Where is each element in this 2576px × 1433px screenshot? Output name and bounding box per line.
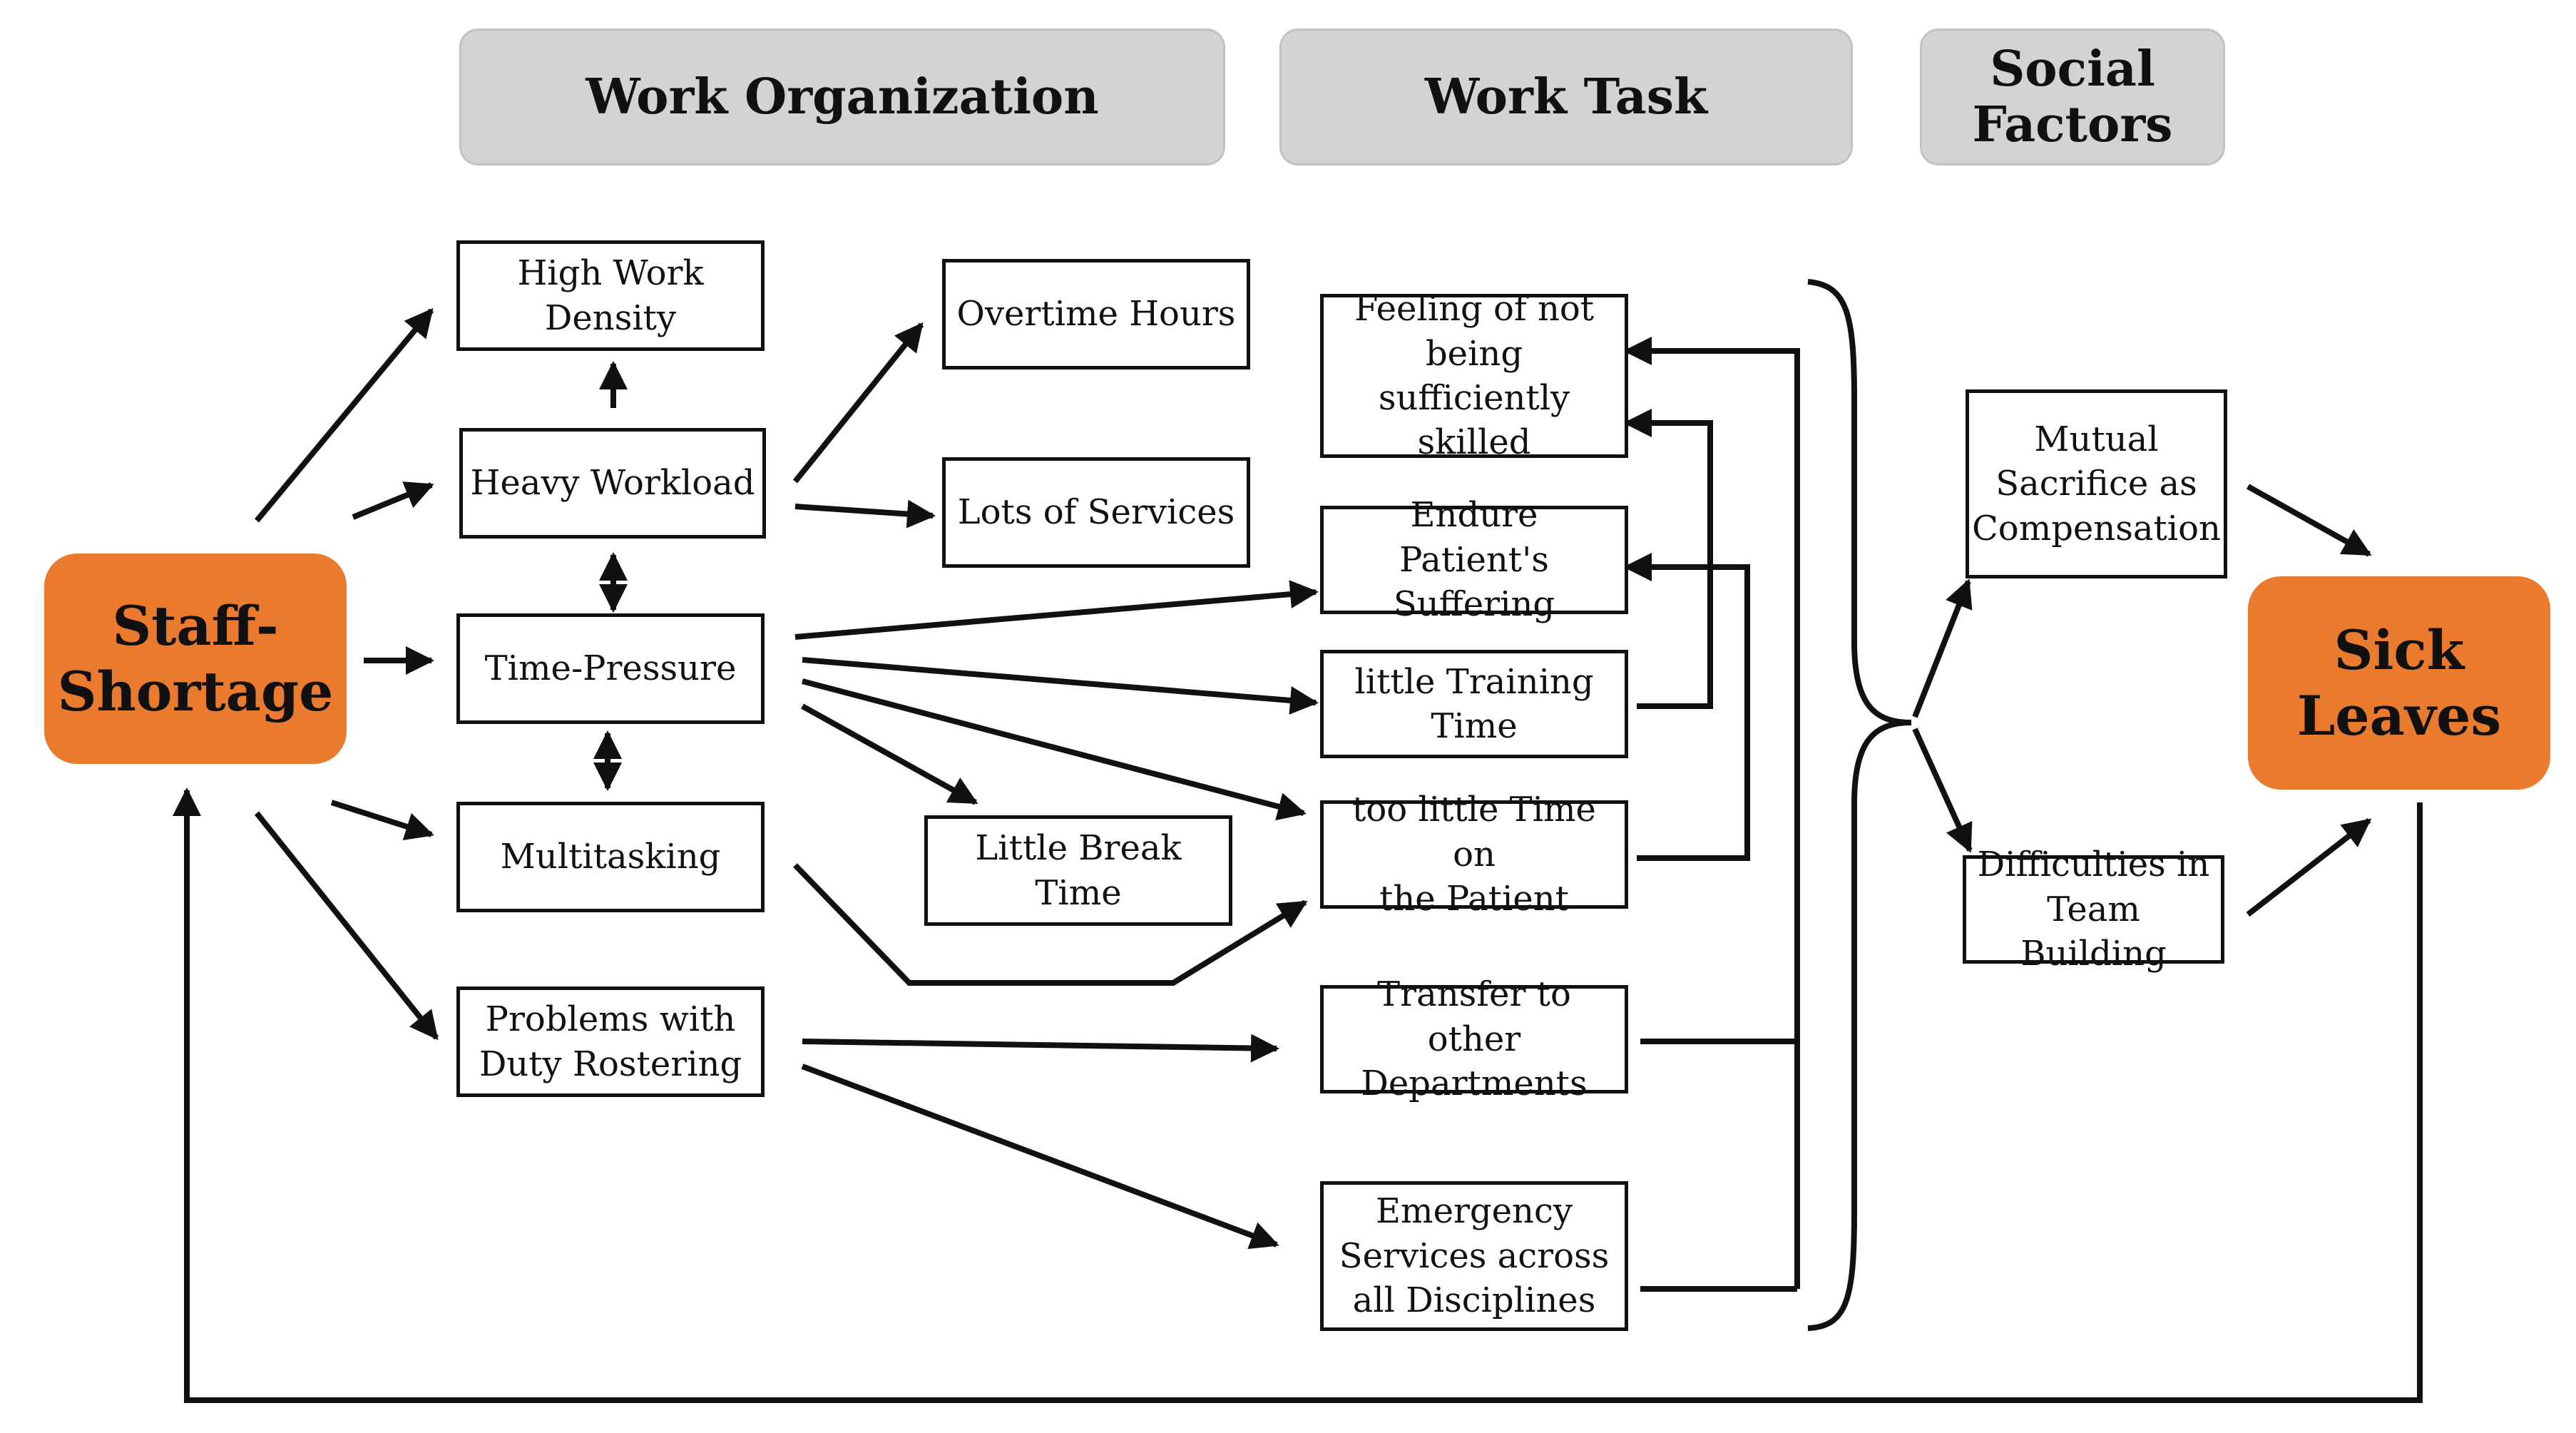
arrow-rostering-to-emergency bbox=[801, 1064, 1279, 1250]
arrow-timepressure-to-suffering bbox=[794, 580, 1319, 640]
node-feeling-not-skilled-label: Feeling of not being sufficiently skille… bbox=[1354, 289, 1595, 463]
arrow-multitasking-to-patienttime bbox=[793, 863, 1308, 986]
node-emergency-services-label: Emergency Services across all Discipline… bbox=[1339, 1191, 1610, 1321]
node-problems-duty-rostering: Problems with Duty Rostering bbox=[456, 986, 765, 1097]
node-time-pressure-label: Time-Pressure bbox=[484, 648, 737, 689]
node-overtime-hours: Overtime Hours bbox=[942, 259, 1250, 369]
arrow-sacrifice-to-sickleaves bbox=[2247, 484, 2372, 557]
node-mutual-sacrifice: Mutual Sacrifice as Compensation bbox=[1966, 389, 2227, 578]
node-little-training-time: little Training Time bbox=[1320, 650, 1628, 758]
arrow-shortage-to-workload bbox=[352, 481, 434, 520]
arrow-feedback-loop bbox=[173, 787, 2423, 1403]
node-mutual-sacrifice-label: Mutual Sacrifice as Compensation bbox=[1972, 419, 2221, 549]
node-endure-suffering: Endure Patient's Suffering bbox=[1320, 495, 1628, 624]
node-multitasking: Multitasking bbox=[456, 802, 765, 912]
node-little-training-time-label: little Training Time bbox=[1354, 661, 1594, 746]
arrow-brace-to-teambuilding bbox=[1912, 728, 1973, 853]
node-too-little-time-patient: too little Time on the Patient bbox=[1320, 790, 1628, 919]
header-work-organization: Work Organization bbox=[459, 29, 1225, 165]
node-transfer-departments-label: Transfer to other Departments bbox=[1361, 974, 1588, 1104]
staff-shortage-node: Staff- Shortage bbox=[44, 554, 347, 764]
node-little-break-time: Little Break Time bbox=[924, 815, 1232, 926]
node-high-work-density: High Work Density bbox=[456, 240, 765, 351]
node-high-work-density-label: High Work Density bbox=[517, 253, 704, 338]
node-little-break-time-label: Little Break Time bbox=[975, 828, 1182, 913]
node-heavy-workload: Heavy Workload bbox=[459, 428, 766, 539]
line-patienttime-to-suffering bbox=[1623, 553, 1750, 861]
curly-brace bbox=[1807, 279, 1912, 1331]
header-social-factors: Social Factors bbox=[1920, 29, 2225, 165]
line-transfer-emergency-to-feeling bbox=[1623, 337, 1800, 1044]
node-time-pressure: Time-Pressure bbox=[456, 613, 765, 724]
node-team-building: Difficulties in Team Building bbox=[1963, 845, 2224, 974]
node-emergency-services: Emergency Services across all Discipline… bbox=[1320, 1181, 1628, 1331]
arrow-shortage-to-rostering bbox=[254, 811, 439, 1041]
node-lots-of-services-label: Lots of Services bbox=[957, 492, 1235, 533]
node-heavy-workload-label: Heavy Workload bbox=[470, 463, 755, 504]
header-work-task: Work Task bbox=[1279, 29, 1853, 165]
arrow-workload-to-overtime bbox=[792, 322, 924, 484]
staff-shortage-label: Staff- Shortage bbox=[57, 594, 334, 723]
node-feeling-not-skilled: Feeling of not being sufficiently skille… bbox=[1320, 289, 1628, 462]
header-work-task-label: Work Task bbox=[1424, 68, 1708, 126]
node-team-building-label: Difficulties in Team Building bbox=[1977, 845, 2210, 974]
arrow-brace-to-sacrifice bbox=[1912, 578, 1973, 718]
node-endure-suffering-label: Endure Patient's Suffering bbox=[1393, 495, 1555, 625]
node-lots-of-services: Lots of Services bbox=[942, 457, 1250, 568]
node-problems-duty-rostering-label: Problems with Duty Rostering bbox=[479, 999, 742, 1084]
node-transfer-departments: Transfer to other Departments bbox=[1320, 974, 1628, 1103]
node-overtime-hours-label: Overtime Hours bbox=[956, 294, 1236, 335]
arrow-teambuilding-to-sickleaves bbox=[2246, 817, 2372, 917]
arrow-shortage-to-multitasking bbox=[330, 800, 434, 841]
arrow-shortage-to-density bbox=[254, 307, 434, 523]
node-too-little-time-patient-label: too little Time on the Patient bbox=[1352, 790, 1596, 919]
header-social-factors-label: Social Factors bbox=[1972, 40, 2173, 153]
arrow-timepressure-to-break bbox=[801, 703, 978, 805]
arrow-rostering-to-transfer bbox=[802, 1034, 1279, 1063]
sick-leaves-label: Sick Leaves bbox=[2296, 618, 2502, 748]
node-multitasking-label: Multitasking bbox=[500, 837, 721, 877]
arrow-timepressure-to-patienttime bbox=[801, 678, 1307, 821]
header-work-organization-label: Work Organization bbox=[586, 68, 1099, 126]
arrow-workload-to-services bbox=[794, 499, 936, 529]
sick-leaves-node: Sick Leaves bbox=[2248, 576, 2550, 790]
arrow-timepressure-to-training bbox=[802, 657, 1319, 715]
